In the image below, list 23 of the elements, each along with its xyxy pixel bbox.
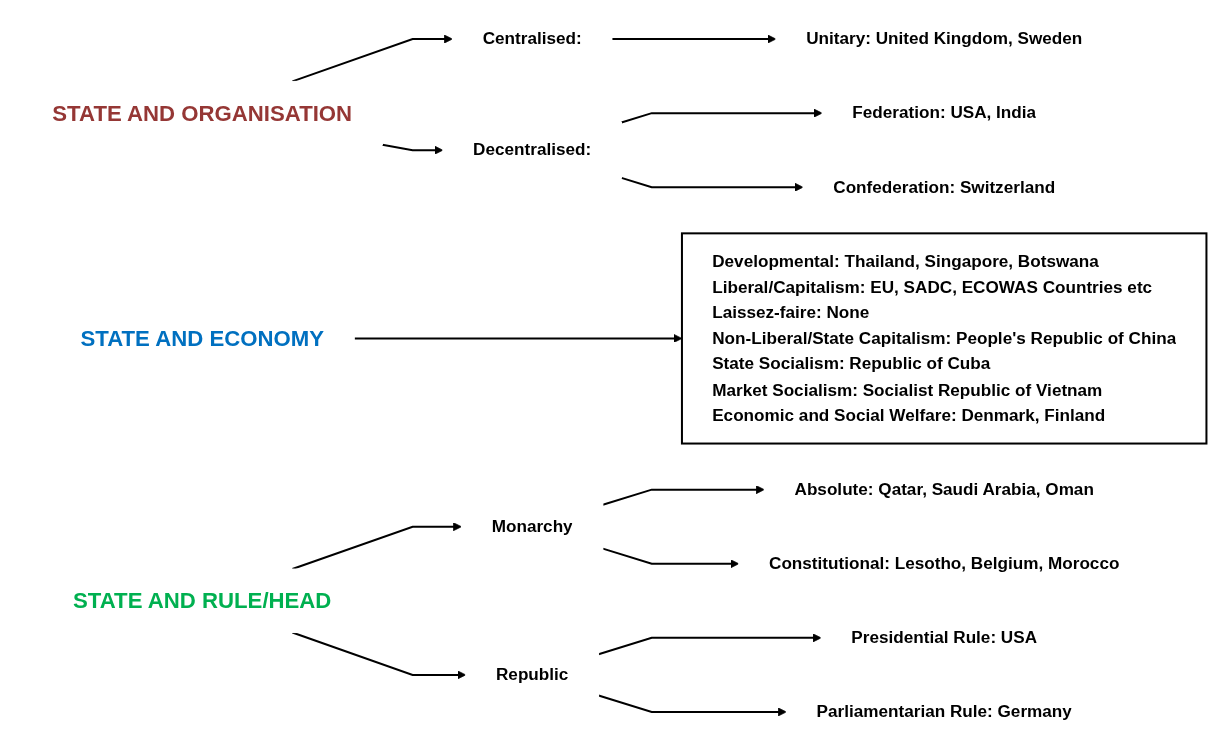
flowchart: STATE AND ORGANISATION Centralised: Unitary: United Kingdom, Sweden Decentralised: Federation: USA, India Confederation: Switzerland STATE AND ECONOMY Developmental: Thailand, Singapore, Botswana Liberal/Capitalism: EU, SADC, ECOWAS Countries etc Laissez-faire: None Non-Liberal/State Capitalism: People's Republic of China State Socialism: Republic of Cuba Market Socialism: Socialist Republic of Vietnam Economic and Social Welfare: Denmark, Finland STATE AND RULE/HEAD Monarchy Absolute: Qatar, Saudi Arabia, Oman Constitutional: Lesotho, Belgium, Morocco Republic Presidential Rule: USA Parliamentarian Rule: Germany [13, 3, 1215, 748]
arrow [602, 547, 739, 569]
node-text: STATE AND RULE/HEAD [72, 588, 332, 614]
arrow [381, 143, 443, 155]
node-text: Confederation: Switzerland [833, 177, 1055, 197]
arrow [598, 694, 787, 717]
node-text: Centralised: [482, 29, 582, 49]
node-text: Unitary: United Kingdom, Sweden [805, 29, 1082, 49]
arrow [291, 631, 466, 680]
node-box [680, 232, 1208, 445]
node-text: Constitutional: Lesotho, Belgium, Morocco [768, 553, 1120, 574]
node-text: STATE AND ORGANISATION [52, 100, 352, 126]
node-text: Federation: USA, India [852, 103, 1036, 123]
node-text: Republic [495, 665, 569, 685]
arrow [291, 522, 462, 570]
arrow [602, 485, 765, 506]
node-text: Presidential Rule: USA [851, 628, 1037, 648]
node-text: Absolute: Qatar, Saudi Arabia, Oman [794, 479, 1094, 499]
node-text: STATE AND ECONOMY [80, 325, 324, 352]
node-text: Parliamentarian Rule: Germany [816, 702, 1072, 722]
node-text: Decentralised: [472, 140, 591, 160]
arrow [291, 34, 453, 83]
node-text: Monarchy [491, 516, 573, 537]
